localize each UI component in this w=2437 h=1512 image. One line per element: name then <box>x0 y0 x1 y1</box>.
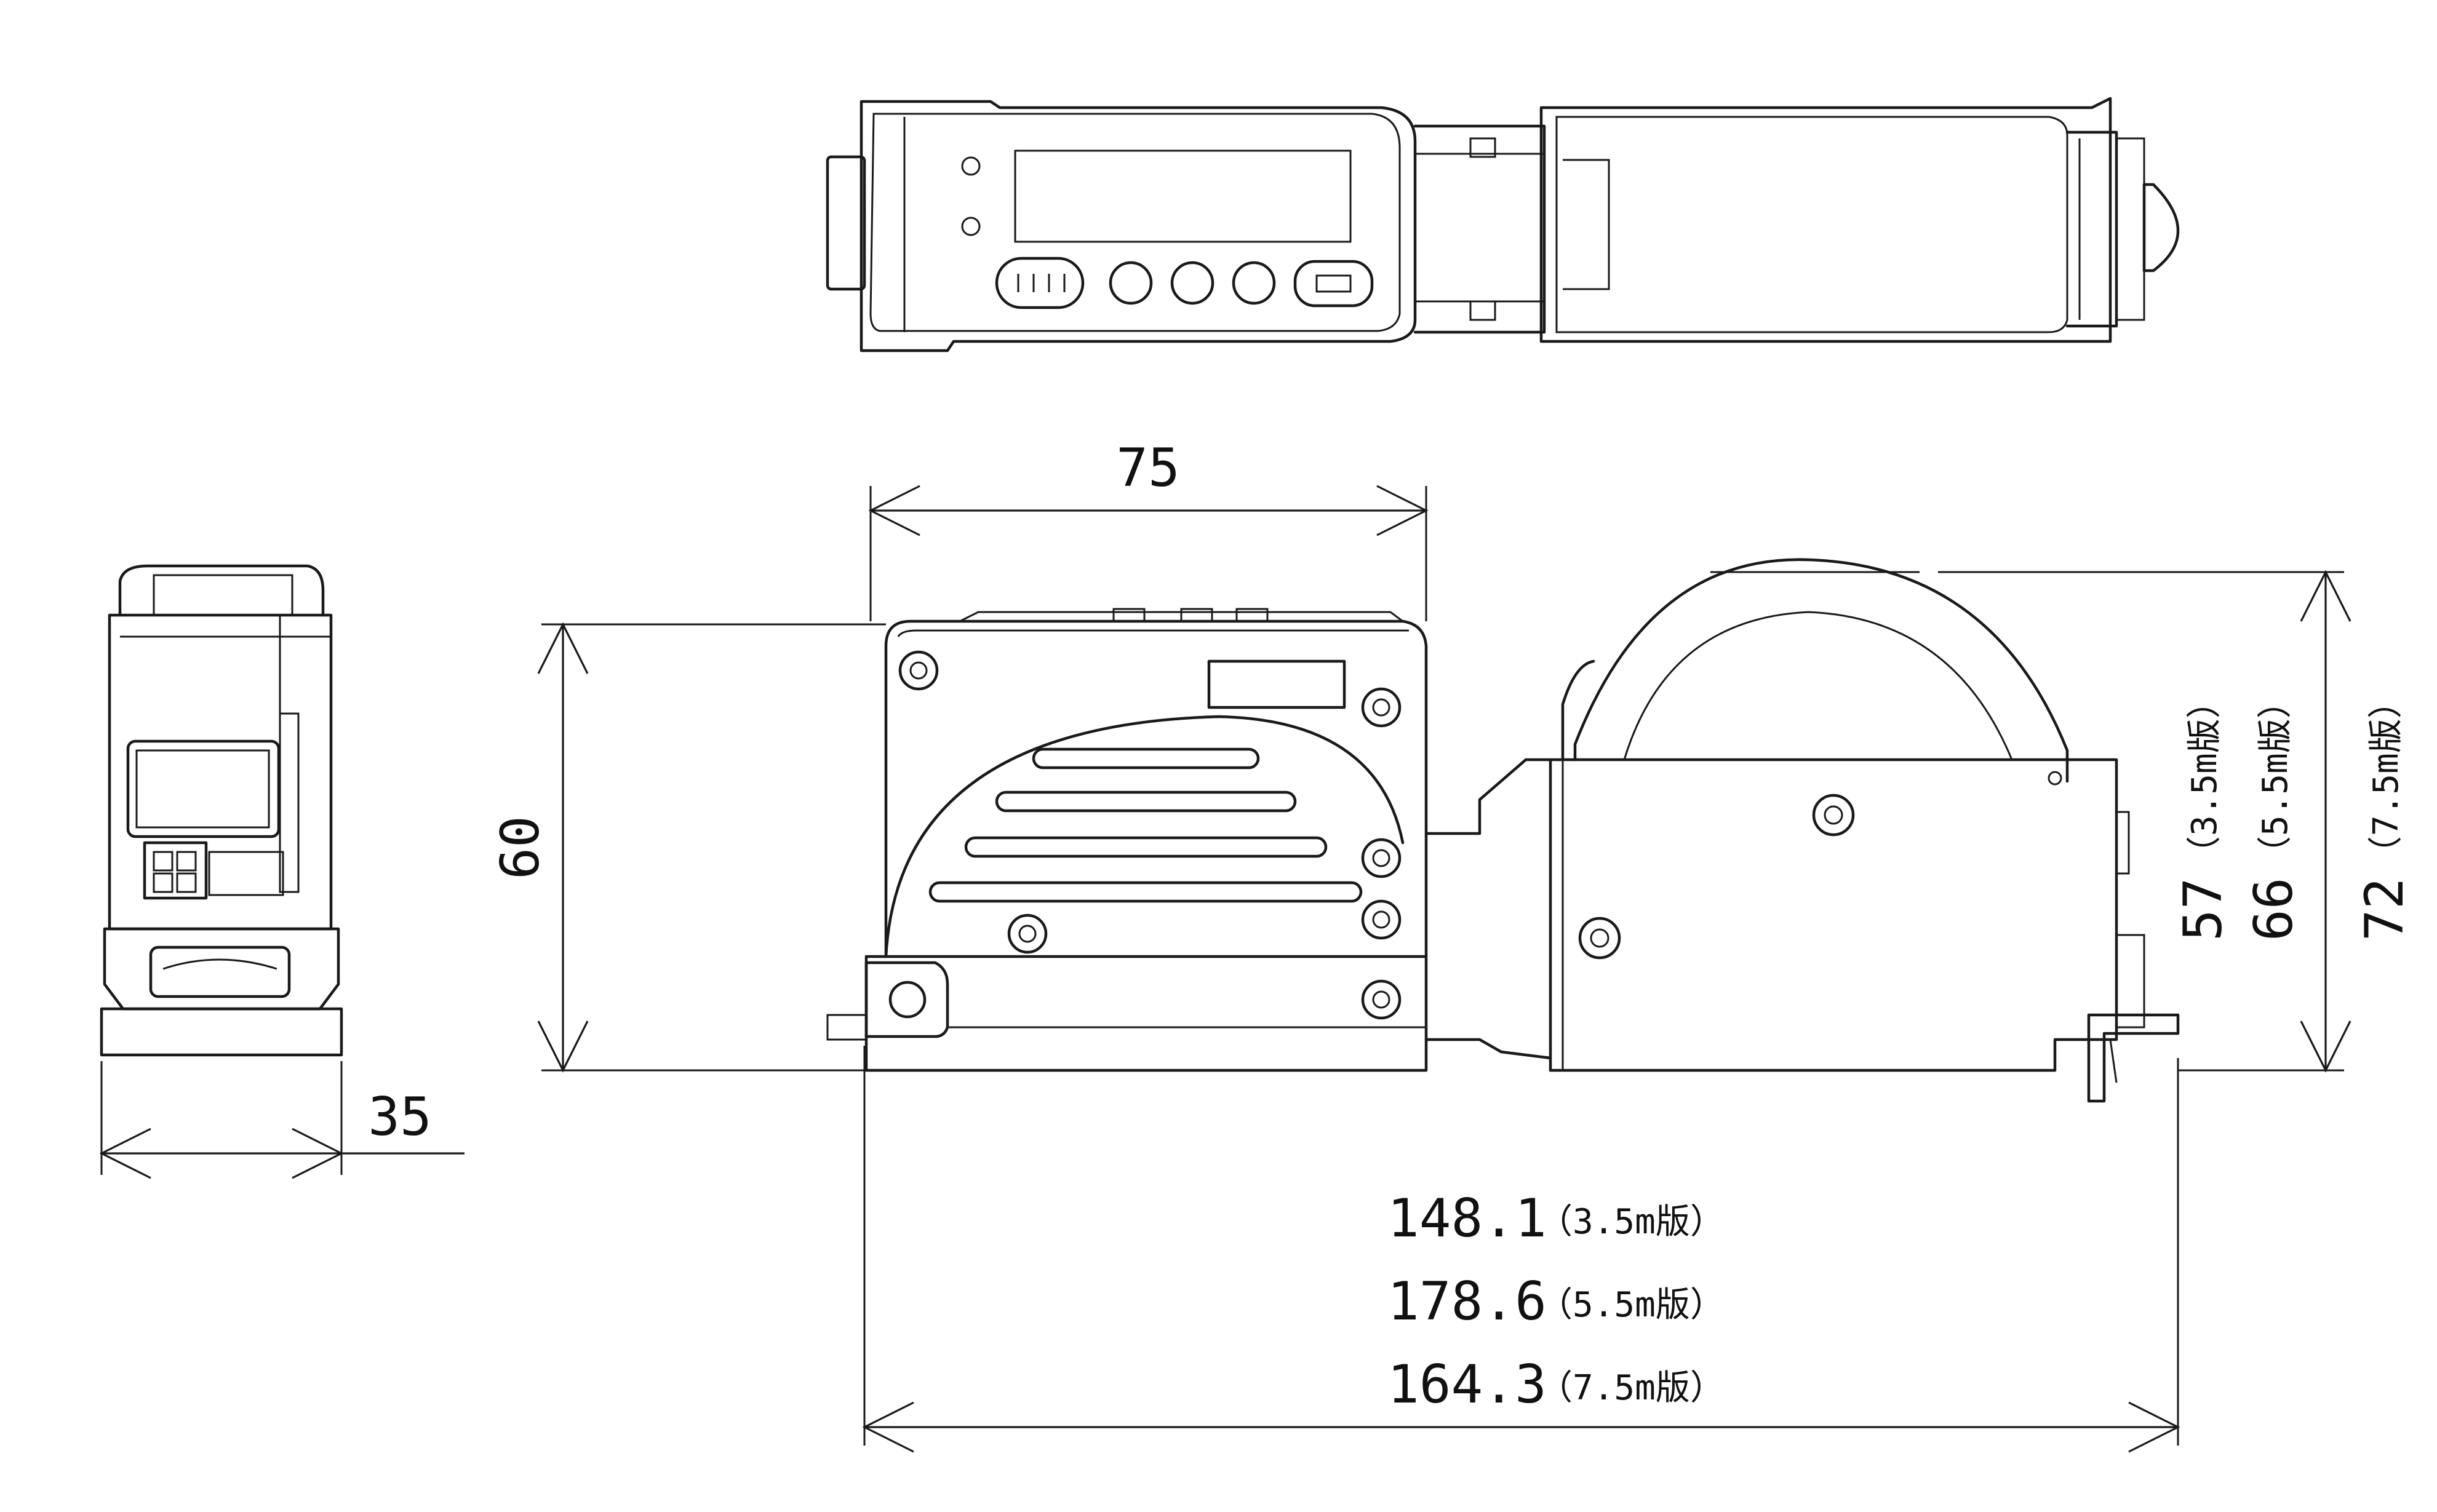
height-dimension-label: 60 <box>490 816 551 880</box>
mode-button-2[interactable] <box>1170 261 1215 305</box>
height-dimension: 60 <box>490 622 886 1073</box>
width-dimension-label: 75 <box>1116 437 1180 499</box>
mode-button-1[interactable] <box>1109 261 1153 305</box>
height-57-note: （3.5m版） <box>2185 684 2225 870</box>
lcd-display <box>1014 149 1352 243</box>
screw-6 <box>1361 979 1402 1020</box>
length-1481-value: 148.1 <box>1387 1188 1547 1249</box>
label-window <box>1207 659 1346 709</box>
screw-1 <box>898 650 939 691</box>
unit-button[interactable] <box>995 257 1085 309</box>
length-1643-value: 164.3 <box>1387 1354 1547 1415</box>
width-dimension: 75 <box>868 437 1429 621</box>
total-length-dimension: 148.1 （3.5m版） 178.6 （5.5m版） 164.3 （7.5m版… <box>862 1046 2180 1453</box>
height-66-note: （5.5m版） <box>2256 684 2295 870</box>
indicator-led-top <box>961 156 981 176</box>
side-view: 35 <box>99 564 465 1179</box>
screw-3 <box>1361 838 1402 878</box>
screw-4 <box>1361 899 1402 940</box>
total-height-dimension: 57 （3.5m版） 66 （5.5m版） 72 （7.5m版） <box>1710 570 2415 1073</box>
height-72-note: （7.5m版） <box>2366 684 2406 870</box>
top-view <box>826 97 2180 352</box>
power-button[interactable] <box>1232 261 1276 305</box>
front-view <box>826 558 2180 1103</box>
height-57-value: 57 <box>2172 877 2234 941</box>
height-66-value: 66 <box>2243 877 2305 941</box>
reel-axle <box>1812 794 1855 837</box>
screw-2 <box>1361 687 1402 728</box>
length-1786-value: 178.6 <box>1387 1271 1547 1332</box>
length-1643-note: （7.5m版） <box>1538 1368 1725 1408</box>
hold-button[interactable] <box>1293 260 1374 308</box>
screw-5 <box>1007 913 1048 954</box>
length-1481-note: （3.5m版） <box>1538 1202 1725 1242</box>
height-72-value: 72 <box>2354 877 2415 941</box>
case-screw <box>1578 917 1621 960</box>
length-1786-note: （5.5m版） <box>1538 1285 1725 1325</box>
depth-dimension-label: 35 <box>368 1086 432 1148</box>
indicator-led-bottom <box>961 217 981 236</box>
